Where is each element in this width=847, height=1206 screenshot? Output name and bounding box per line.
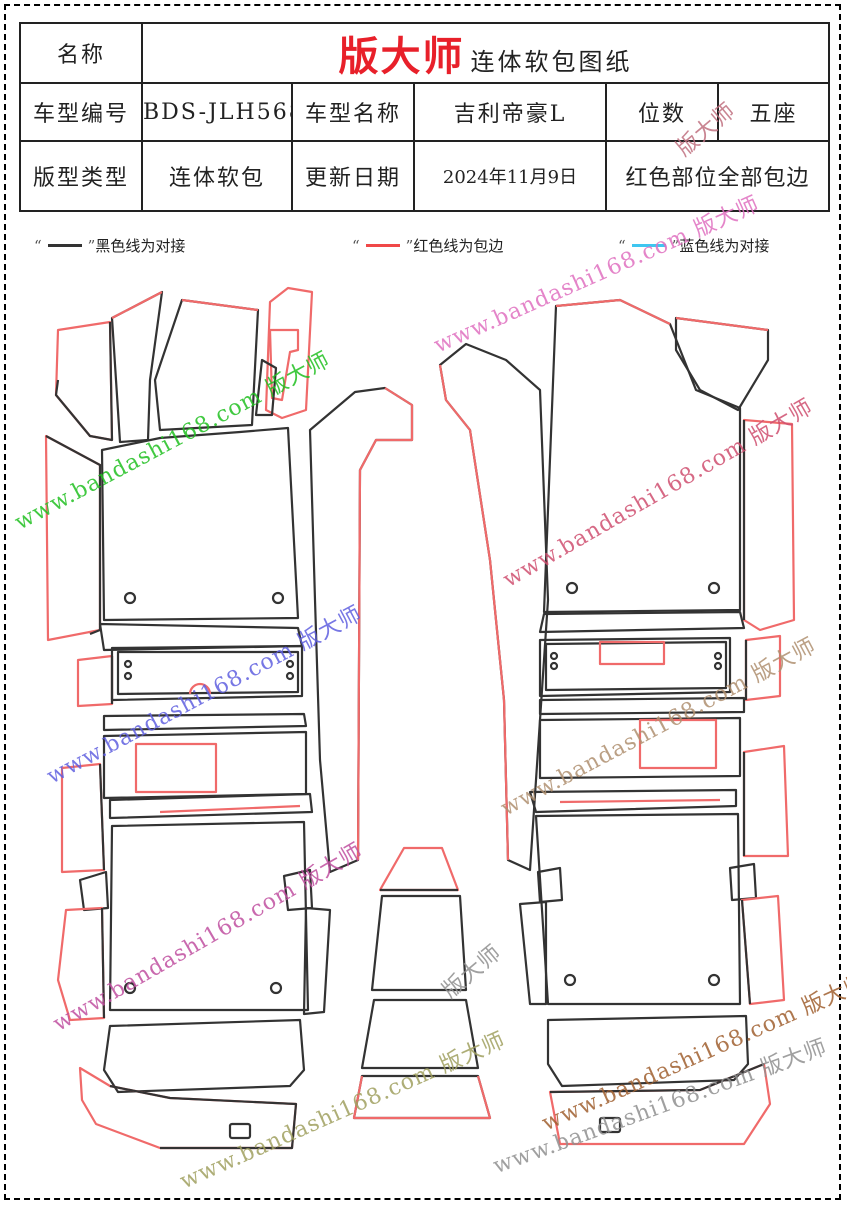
right-long-door-edge [742,418,796,632]
right-mid-strip-1 [538,610,746,634]
left-trunk-front-panel [102,1018,306,1094]
left-rear-door-piece [60,762,106,874]
brand-name: 版大师 [338,33,465,80]
right-rear-door-piece [742,744,790,858]
right-rear-center-panel [538,716,742,780]
right-sill-long-strip [438,342,550,872]
left-dash-side-piece [153,298,260,432]
legend-blue-text: 蓝色线为对接 [679,237,770,255]
title-cell: 版大师连体软包图纸 [140,22,831,84]
center-tunnel-low [360,998,480,1070]
legend-blue: “” 蓝色线为对接 [618,236,770,256]
center-tunnel-top [378,846,460,892]
pattern-type-label: 版型类型 [19,140,143,212]
pattern-type-value: 连体软包 [141,140,293,212]
page-border [4,4,841,1200]
left-pillar-strip [254,286,314,420]
legend-red: “” 红色线为包边 [352,236,504,256]
center-tunnel-bottom [352,1074,492,1120]
left-seat-rail-panel [110,644,304,702]
drawing-title: 连体软包图纸 [470,48,633,76]
right-mid-strip-3 [528,788,738,814]
model-code-label: 车型编号 [19,82,143,142]
legend-black-text: 黑色线为对接 [95,237,186,255]
model-name-label: 车型名称 [291,82,415,142]
left-mid-strip-2 [102,712,308,732]
right-rear-floor-mat [534,812,742,1006]
legend-black: “” 黑色线为对接 [34,236,186,256]
left-pedal-pocket [76,654,114,708]
name-label: 名称 [19,22,143,84]
right-seat-belt-cutout [536,862,758,904]
right-rear-side-piece [518,894,786,1006]
left-front-floor-mat [100,426,300,622]
left-rear-floor-mat [108,820,310,1012]
edge-note: 红色部位全部包边 [604,140,831,212]
left-a-pillar-piece [110,290,164,444]
left-rear-side-piece [56,906,332,1022]
update-date-value: 2024年11月9日 [413,140,607,212]
model-name-value: 吉利帝豪L [413,82,607,142]
model-code-value: BDS-JLH5681S [141,82,293,142]
seats-label: 位数 [605,82,719,142]
right-mid-strip-2 [538,696,746,716]
right-pedal-pocket [744,634,782,702]
left-mid-strip-3 [108,792,314,820]
left-trunk-rear-panel [78,1066,298,1150]
update-date-label: 更新日期 [291,140,415,212]
right-dash-side-piece [674,316,770,412]
legend-red-text: 红色线为包边 [413,237,504,255]
right-seat-rail-panel [538,636,732,698]
right-trunk-front-panel [546,1014,750,1088]
seats-value: 五座 [716,82,831,142]
left-sill-long-strip [308,386,414,874]
left-front-side-panel [54,320,114,442]
right-trunk-rear-panel [548,1062,772,1146]
center-tunnel-mid [370,894,468,992]
